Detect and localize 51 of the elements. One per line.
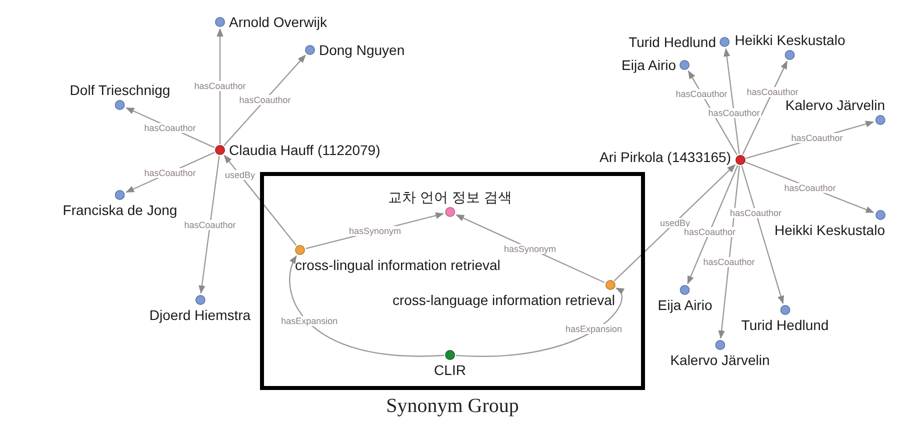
arrow — [687, 165, 738, 284]
node-label: CLIR — [434, 362, 466, 378]
node-label: 교차 언어 정보 검색 — [388, 189, 512, 205]
edge-label: hasSynonym — [502, 244, 558, 254]
arrow — [742, 60, 788, 155]
edge-label: hasCoauthor — [702, 256, 756, 267]
edge-label: hasCoauthor — [238, 95, 292, 105]
arrow — [224, 54, 306, 146]
edge-label: hasCoauthor — [193, 81, 247, 91]
arrow — [289, 255, 444, 357]
node-label: cross-language information retrieval — [392, 292, 615, 308]
node-label: Djoerd Hiemstra — [149, 307, 251, 323]
edge-label: hasCoauthor — [728, 208, 783, 218]
node-label: Dong Nguyen — [319, 42, 405, 58]
arrow — [741, 166, 784, 304]
edge-label: hasCoauthor — [682, 226, 737, 236]
edge-label: hasCoauthor — [783, 182, 837, 192]
edge-label: hasExpansion — [564, 324, 624, 334]
node-label: Eija Airio — [622, 57, 676, 73]
edge-label: hasCoauthor — [143, 122, 197, 132]
edge-label: usedBy — [224, 170, 256, 180]
arrow — [216, 28, 224, 144]
node-label: Dolf Trieschnigg — [70, 82, 170, 98]
edge-label: usedBy — [658, 218, 692, 228]
arrow — [724, 48, 740, 154]
node-label: Heikki Keskustalo — [734, 32, 846, 48]
node-label: Franciska de Jong — [62, 202, 178, 218]
node-label: Kalervo Järvelin — [785, 97, 885, 113]
edge-label: hasCoauthor — [674, 88, 728, 98]
arrow — [614, 164, 736, 282]
group-title: Synonym Group — [386, 394, 519, 418]
edge-label: hasCoauthor — [707, 108, 761, 118]
edge-label: hasExpansion — [280, 316, 339, 326]
edge-label: hasCoauthor — [746, 86, 800, 97]
edge-label: hasSynonym — [348, 226, 402, 236]
edge-label: hasCoauthor — [143, 168, 197, 178]
node-label: cross-lingual information retrieval — [295, 257, 500, 273]
node-label: Eija Airio — [658, 297, 712, 313]
node-label: Claudia Hauff (1122079) — [229, 142, 380, 158]
node-label: Arnold Overwijk — [229, 14, 328, 30]
node-label: Heikki Keskustalo — [774, 222, 885, 238]
arrow — [456, 288, 624, 357]
arrow — [198, 156, 220, 294]
node-label: Kalervo Järvelin — [670, 352, 770, 368]
node-label: Turid Hedlund — [741, 317, 829, 333]
arrow — [224, 154, 297, 246]
edge-label: hasCoauthor — [790, 133, 844, 143]
arrow — [718, 166, 740, 339]
node-label: Turid Hedlund — [628, 34, 716, 50]
node-label: Ari Pirkola (1433165) — [599, 149, 731, 165]
edge-label: hasCoauthor — [183, 220, 237, 230]
